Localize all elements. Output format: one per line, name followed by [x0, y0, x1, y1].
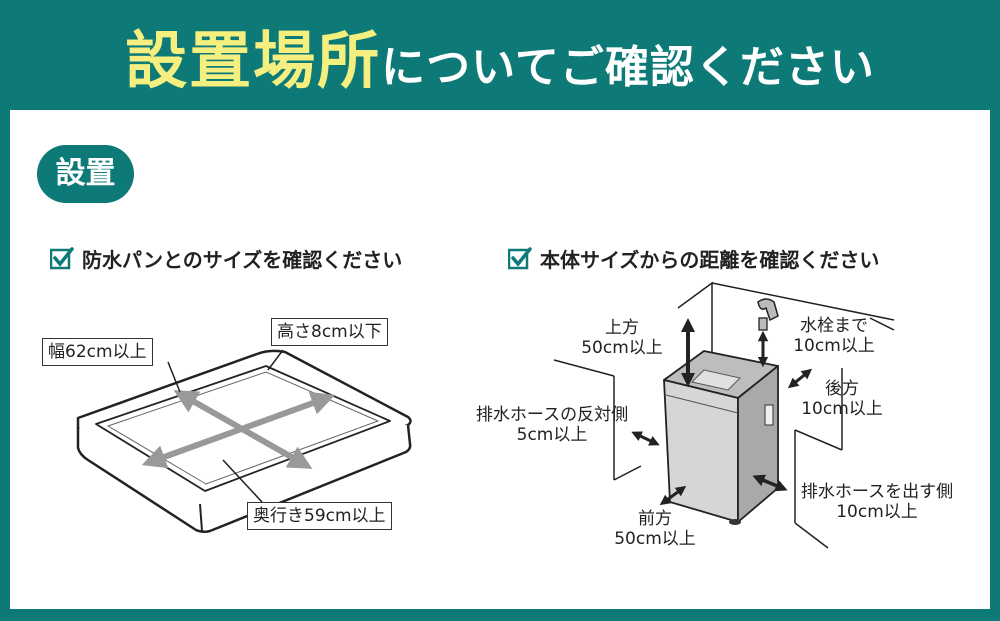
hose-opposite-clearance-label: 排水ホースの反対側 5cm以上: [468, 405, 636, 445]
top-clearance-value: 50cm以上: [581, 338, 663, 358]
section-badge: 設置: [37, 145, 134, 203]
content-panel: [10, 110, 990, 609]
checkmark-icon: [50, 247, 74, 270]
top-clearance-label: 上方 50cm以上: [572, 318, 672, 358]
clearance-heading-text: 本体サイズからの距離を確認ください: [540, 248, 880, 272]
header-banner: 設置場所についてご確認ください: [0, 0, 1000, 110]
pan-size-heading: 防水パンとのサイズを確認ください: [50, 244, 402, 273]
depth-label: 奥行き59cm以上: [247, 502, 392, 530]
back-clearance-value: 10cm以上: [801, 399, 883, 419]
hose-opposite-title: 排水ホースの反対側: [475, 405, 629, 425]
faucet-clearance-value: 10cm以上: [793, 336, 875, 356]
back-clearance-label: 後方 10cm以上: [792, 379, 892, 419]
page-title: 設置場所についてご確認ください: [0, 10, 1000, 100]
front-clearance-title: 前方: [638, 509, 672, 529]
hose-opposite-value: 5cm以上: [516, 425, 588, 445]
top-clearance-title: 上方: [605, 318, 639, 338]
width-label: 幅62cm以上: [42, 338, 153, 366]
faucet-clearance-title: 水栓まで: [800, 316, 868, 336]
faucet-clearance-label: 水栓まで 10cm以上: [784, 316, 884, 356]
hose-out-clearance-label: 排水ホースを出す側 10cm以上: [792, 482, 962, 522]
height-label: 高さ8cm以下: [271, 318, 388, 346]
front-clearance-value: 50cm以上: [614, 529, 696, 549]
checkmark-icon: [508, 247, 532, 270]
pan-size-heading-text: 防水パンとのサイズを確認ください: [82, 248, 403, 272]
faucet-icon: [757, 298, 779, 331]
hose-out-value: 10cm以上: [836, 502, 918, 522]
title-rest: についてご確認ください: [381, 42, 875, 93]
title-emphasis: 設置場所: [125, 24, 382, 97]
clearance-heading: 本体サイズからの距離を確認ください: [508, 244, 879, 273]
front-clearance-label: 前方 50cm以上: [600, 509, 710, 549]
back-clearance-title: 後方: [825, 379, 859, 399]
hose-out-title: 排水ホースを出す側: [800, 482, 954, 502]
